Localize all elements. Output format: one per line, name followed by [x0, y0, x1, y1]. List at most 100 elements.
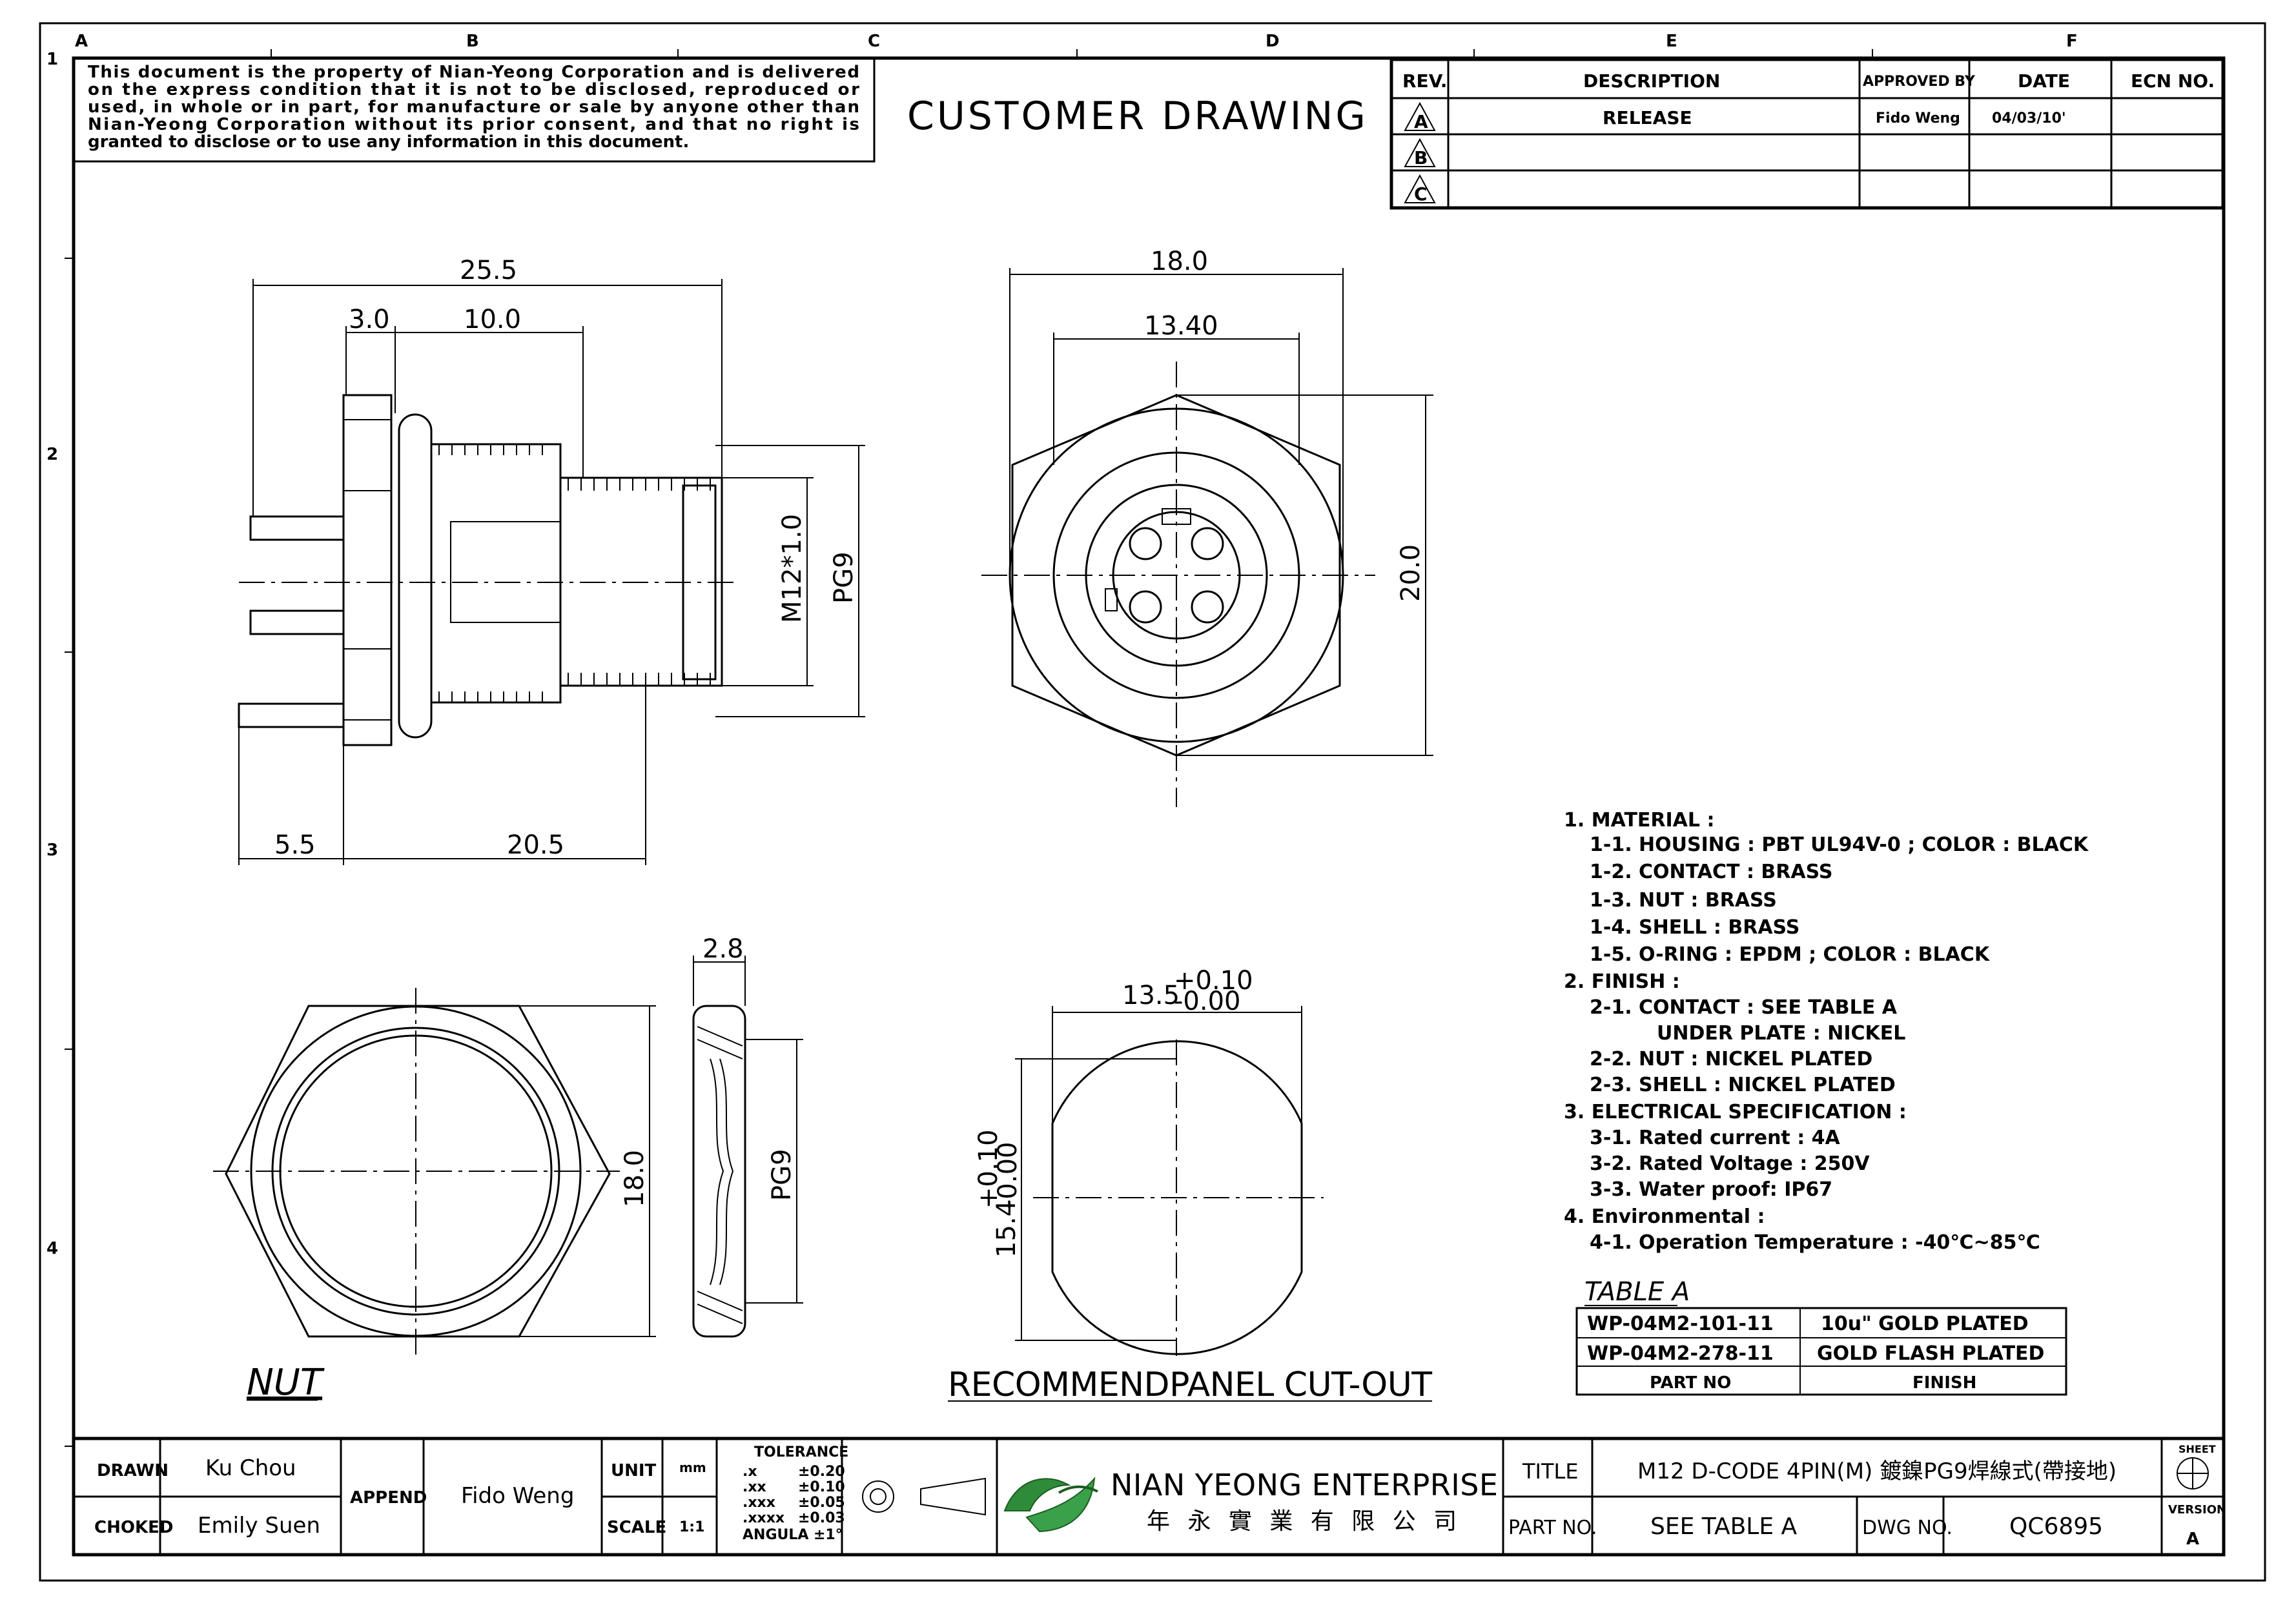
revision-table: REV. DESCRIPTION APPROVED BY DATE ECN NO…: [1389, 57, 2225, 210]
company-name: NIAN YEONG ENTERPRISE: [1111, 1468, 1498, 1502]
nut-view: [213, 988, 620, 1356]
table-a-part-1: WP-04M2-101-11: [1587, 1313, 1774, 1335]
dim-cutout-height-tol-minus: -0.00: [993, 1142, 1023, 1209]
unit-label: UNIT: [611, 1461, 657, 1480]
checked-label: CHOKED: [94, 1518, 173, 1537]
scale-label: SCALE: [607, 1518, 666, 1537]
rev-b: B: [1414, 147, 1428, 169]
disclaimer-line-3: used, in whole or in part, for manufactu…: [88, 97, 859, 117]
note-2-1-under: UNDER PLATE : NICKEL: [1657, 1022, 1905, 1045]
dim-side-thread: M12*1.0: [777, 514, 807, 623]
checked-value: Emily Suen: [198, 1513, 320, 1539]
grid-row-1: 1: [46, 50, 58, 69]
append-value: Fido Weng: [461, 1483, 574, 1509]
cutout-label: RECOMMENDPANEL CUT-OUT: [948, 1366, 1432, 1404]
description-header: DESCRIPTION: [1583, 70, 1720, 92]
tol-val-1: ±0.20: [798, 1464, 845, 1480]
tol-key-1: .x: [743, 1464, 757, 1480]
table-a-finish-2: GOLD FLASH PLATED: [1817, 1342, 2044, 1365]
note-1-2: 1-2. CONTACT : BRASS: [1590, 861, 1832, 883]
cutout-view: [1033, 1039, 1324, 1356]
dim-front-inner: 13.40: [1144, 311, 1218, 341]
approved-header: APPROVED BY: [1863, 74, 1976, 90]
company-name-cn: 年 永 實 業 有 限 公 司: [1147, 1508, 1462, 1535]
note-4: 4. Environmental :: [1564, 1205, 1765, 1228]
note-1-3: 1-3. NUT : BRASS: [1590, 889, 1777, 912]
title-banner: CUSTOMER DRAWING: [907, 94, 1368, 139]
grid-col-d: D: [1266, 32, 1280, 51]
dim-cutout-width: 13.5: [1122, 981, 1180, 1010]
table-a-title: TABLE A: [1584, 1277, 1690, 1307]
dim-cutout-width-tol-plus: +0.10: [1174, 966, 1253, 996]
dim-side-total: 25.5: [460, 256, 517, 285]
grid-col-f: F: [2066, 32, 2078, 51]
rev-triangle-a: [1404, 101, 1436, 131]
outer-frame: [39, 22, 2266, 1582]
side-view: [238, 394, 736, 746]
disclaimer-box: This document is the property of Nian-Ye…: [72, 57, 876, 163]
front-view-dims: 18.0 13.40 20.0: [1009, 247, 1433, 756]
dim-front-outer: 18.0: [1151, 247, 1208, 276]
note-1-4: 1-4. SHELL : BRASS: [1590, 916, 1799, 939]
tol-key-3: .xxx: [743, 1495, 775, 1511]
note-2-3: 2-3. SHELL : NICKEL PLATED: [1590, 1074, 1896, 1096]
dim-side-d: 20.5: [507, 830, 564, 860]
dim-nut-height: 18.0: [620, 1150, 650, 1207]
table-a: TABLE A WP-04M2-101-11 10u" GOLD PLATED …: [1575, 1277, 2067, 1396]
note-1-1: 1-1. HOUSING : PBT UL94V-0 ; COLOR : BLA…: [1590, 834, 2089, 856]
dim-nut-thickness: 2.8: [702, 934, 744, 964]
dim-cutout-height: 15.4: [992, 1200, 1021, 1258]
title-block: DRAWN Ku Chou CHOKED Emily Suen APPEND F…: [72, 1437, 2226, 1557]
tol-val-3: ±0.05: [798, 1495, 845, 1511]
partno-value: SEE TABLE A: [1650, 1513, 1798, 1540]
title-label: TITLE: [1522, 1459, 1579, 1484]
grid-columns: A B C D E F: [75, 32, 2078, 58]
drawn-value: Ku Chou: [205, 1455, 296, 1481]
dim-side-a: 3.0: [349, 305, 390, 334]
nut-dims: 2.8 18.0 PG9: [519, 934, 803, 1337]
table-a-finish-1: 10u" GOLD PLATED: [1821, 1313, 2029, 1335]
dwg-label: DWG NO.: [1862, 1517, 1953, 1539]
rev-c: C: [1414, 183, 1428, 205]
dim-side-c: 5.5: [274, 830, 316, 860]
table-a-finish-label: FINISH: [1912, 1373, 1976, 1393]
grid-col-c: C: [868, 32, 880, 51]
rev-triangle-c: [1404, 174, 1436, 203]
grid-col-a: A: [75, 32, 88, 51]
note-3-3: 3-3. Water proof: IP67: [1590, 1178, 1832, 1201]
dim-cutout-height-tol-plus: +0.10: [974, 1129, 1003, 1209]
scale-value: 1:1: [679, 1519, 704, 1535]
grid-col-e: E: [1666, 32, 1677, 51]
drawn-label: DRAWN: [97, 1461, 169, 1480]
tol-val-4: ±0.03: [798, 1510, 845, 1526]
tolerance-title: TOLERANCE: [754, 1444, 848, 1460]
note-2: 2. FINISH :: [1564, 970, 1680, 993]
disclaimer-line-2: on the express condition that it is not …: [88, 80, 859, 99]
tol-key-2: .xx: [743, 1479, 766, 1495]
dim-front-height: 20.0: [1396, 544, 1426, 602]
dwg-value: QC6895: [2009, 1513, 2103, 1540]
disclaimer-line-4: Nian-Yeong Corporation without its prior…: [88, 115, 859, 134]
cutout-dims: 13.5 +0.10 -0.00 15.4 +0.10 -0.00: [974, 966, 1302, 1341]
date-header: DATE: [2018, 70, 2070, 92]
rev-a-description: RELEASE: [1603, 107, 1692, 128]
front-view: [981, 362, 1375, 807]
version-label: VERSION: [2168, 1503, 2226, 1517]
dim-side-b: 10.0: [464, 305, 521, 334]
disclaimer-line-5: granted to disclose or to use any inform…: [88, 132, 689, 152]
nut-side-view: [692, 1005, 746, 1338]
tol-val-5: ±1°: [814, 1527, 843, 1543]
tol-val-2: ±0.10: [798, 1479, 845, 1495]
grid-row-4: 4: [46, 1239, 58, 1258]
note-4-1: 4-1. Operation Temperature : -40℃~85℃: [1590, 1231, 2040, 1254]
rev-a: A: [1414, 111, 1428, 132]
tol-key-5: ANGULA: [743, 1527, 808, 1543]
rev-a-approved: Fido Weng: [1876, 110, 1960, 127]
append-label: APPEND: [350, 1488, 427, 1508]
note-2-1: 2-1. CONTACT : SEE TABLE A: [1590, 996, 1898, 1019]
grid-row-2: 2: [46, 445, 58, 464]
note-1: 1. MATERIAL :: [1564, 809, 1714, 832]
unit-value: mm: [679, 1460, 706, 1475]
spec-notes: 1. MATERIAL : 1-1. HOUSING : PBT UL94V-0…: [1564, 809, 2089, 1254]
